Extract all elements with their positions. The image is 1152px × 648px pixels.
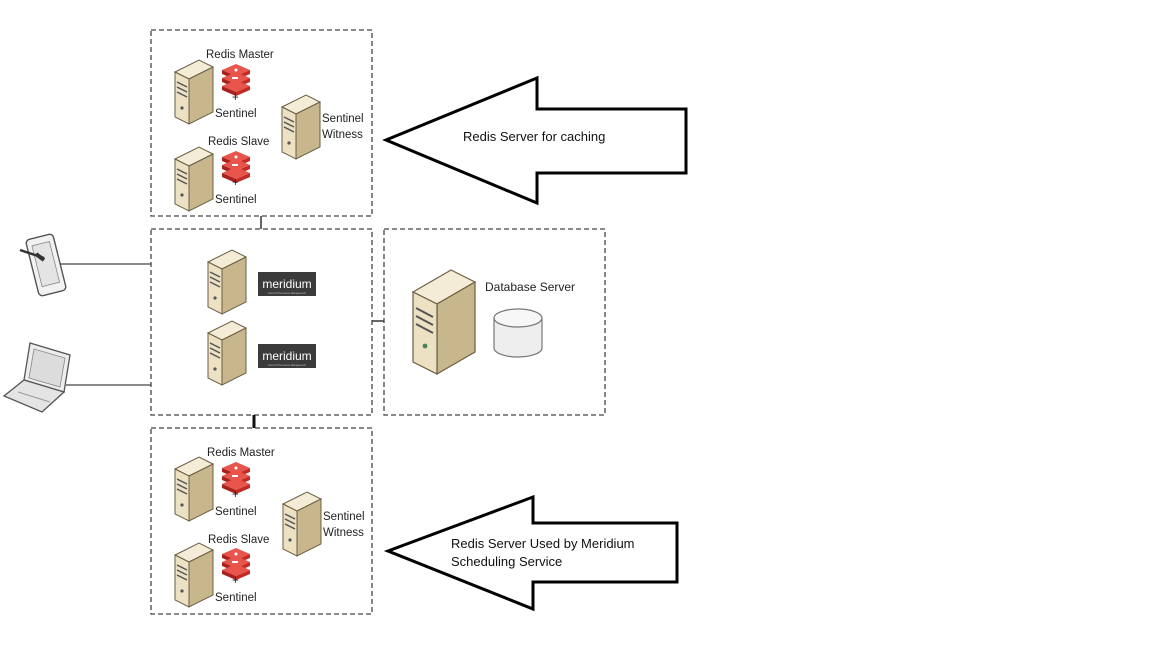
plus-sign: + [232,92,239,104]
meridium-logo-subtext: Asset Performance Management [268,363,306,367]
sentinel-witness-label-2: Witness [322,129,363,141]
app-server-icon-2 [207,320,247,386]
laptop-device-icon [2,342,71,413]
redis-slave-label: Redis Slave [208,534,269,546]
redis-master-label: Redis Master [206,49,274,61]
meridium-logo-2: meridium Asset Performance Management [258,344,316,368]
plus-sign: + [232,177,239,189]
redis-cache-group: Redis Master + Sentinel Redis Slave + Se… [150,29,373,217]
database-group-border [383,228,606,416]
sentinel-witness-label-1: Sentinel [323,511,365,523]
sentinel-label: Sentinel [215,592,257,604]
redis-master-server-icon [174,456,214,522]
redis-scheduling-group: Redis Master + Sentinel Redis Slave + Se… [150,427,373,615]
meridium-logo-text: meridium [262,277,311,291]
plus-sign: + [232,575,239,587]
scheduling-callout-text-2: Scheduling Service [451,554,562,569]
database-server-icon [412,269,476,375]
database-group: Database Server [383,228,606,416]
caching-callout-arrow: Redis Server for caching [382,75,688,206]
sentinel-label: Sentinel [215,108,257,120]
redis-slave-server-icon [174,542,214,608]
sentinel-witness-server-icon [281,94,321,160]
sentinel-witness-server-icon [282,491,322,557]
redis-master-server-icon [174,59,214,125]
tablet-device-icon [19,233,67,297]
sentinel-witness-label-2: Witness [323,527,364,539]
meridium-logo-text: meridium [262,349,311,363]
sentinel-label: Sentinel [215,194,257,206]
meridium-logo-1: meridium Asset Performance Management [258,272,316,296]
sentinel-label: Sentinel [215,506,257,518]
scheduling-callout-arrow: Redis Server Used by Meridium Scheduling… [383,494,679,612]
meridium-logo-subtext: Asset Performance Management [268,291,306,295]
database-server-label: Database Server [485,280,575,294]
app-server-group-border [150,228,373,416]
redis-cache-group-border [150,29,373,217]
database-cylinder-icon [493,308,543,358]
plus-sign: + [232,489,239,501]
redis-slave-label: Redis Slave [208,136,269,148]
app-server-group: meridium Asset Performance Management me… [150,228,373,416]
sentinel-witness-label-1: Sentinel [322,113,364,125]
redis-scheduling-group-border [150,427,373,615]
redis-master-label: Redis Master [207,447,275,459]
caching-callout-text: Redis Server for caching [463,129,605,144]
scheduling-callout-text-1: Redis Server Used by Meridium [451,536,635,551]
redis-slave-server-icon [174,146,214,212]
app-server-icon-1 [207,249,247,315]
